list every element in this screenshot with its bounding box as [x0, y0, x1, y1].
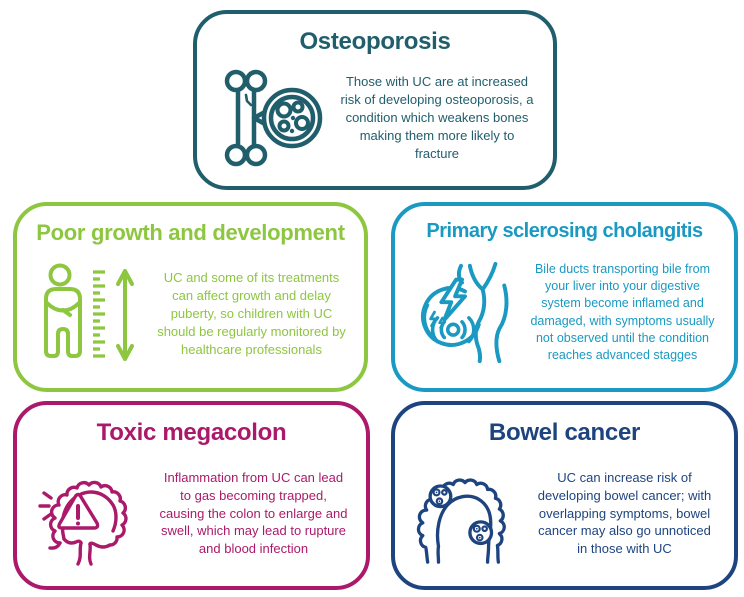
- card-title: Toxic megacolon: [96, 419, 287, 446]
- card-title: Poor growth and development: [36, 220, 345, 245]
- colon-warning-icon: [27, 459, 151, 569]
- card-primary-sclerosing-cholangitis: Primary sclerosing cholangitis: [391, 202, 738, 392]
- card-toxic-megacolon: Toxic megacolon: [13, 401, 370, 590]
- bone-magnifier-icon: [207, 62, 331, 174]
- card-title: Osteoporosis: [299, 28, 451, 55]
- liver-pain-icon: [405, 257, 521, 369]
- card-poor-growth: Poor growth and development UC: [13, 202, 368, 392]
- height-measure-icon: [27, 259, 149, 369]
- card-title: Primary sclerosing cholangitis: [426, 220, 703, 242]
- card-description: UC and some of its treatments can affect…: [157, 270, 346, 357]
- card-description: Those with UC are at increased risk of d…: [340, 74, 534, 161]
- card-description: UC can increase risk of developing bowel…: [537, 469, 712, 557]
- colon-tumor-icon: [405, 458, 525, 570]
- card-description: Inflammation from UC can lead to gas bec…: [159, 469, 348, 557]
- card-description: Bile ducts transporting bile from your l…: [530, 261, 715, 362]
- card-title: Bowel cancer: [488, 419, 641, 446]
- card-bowel-cancer: Bowel cancer: [391, 401, 738, 590]
- card-osteoporosis: Osteoporosis: [193, 10, 557, 190]
